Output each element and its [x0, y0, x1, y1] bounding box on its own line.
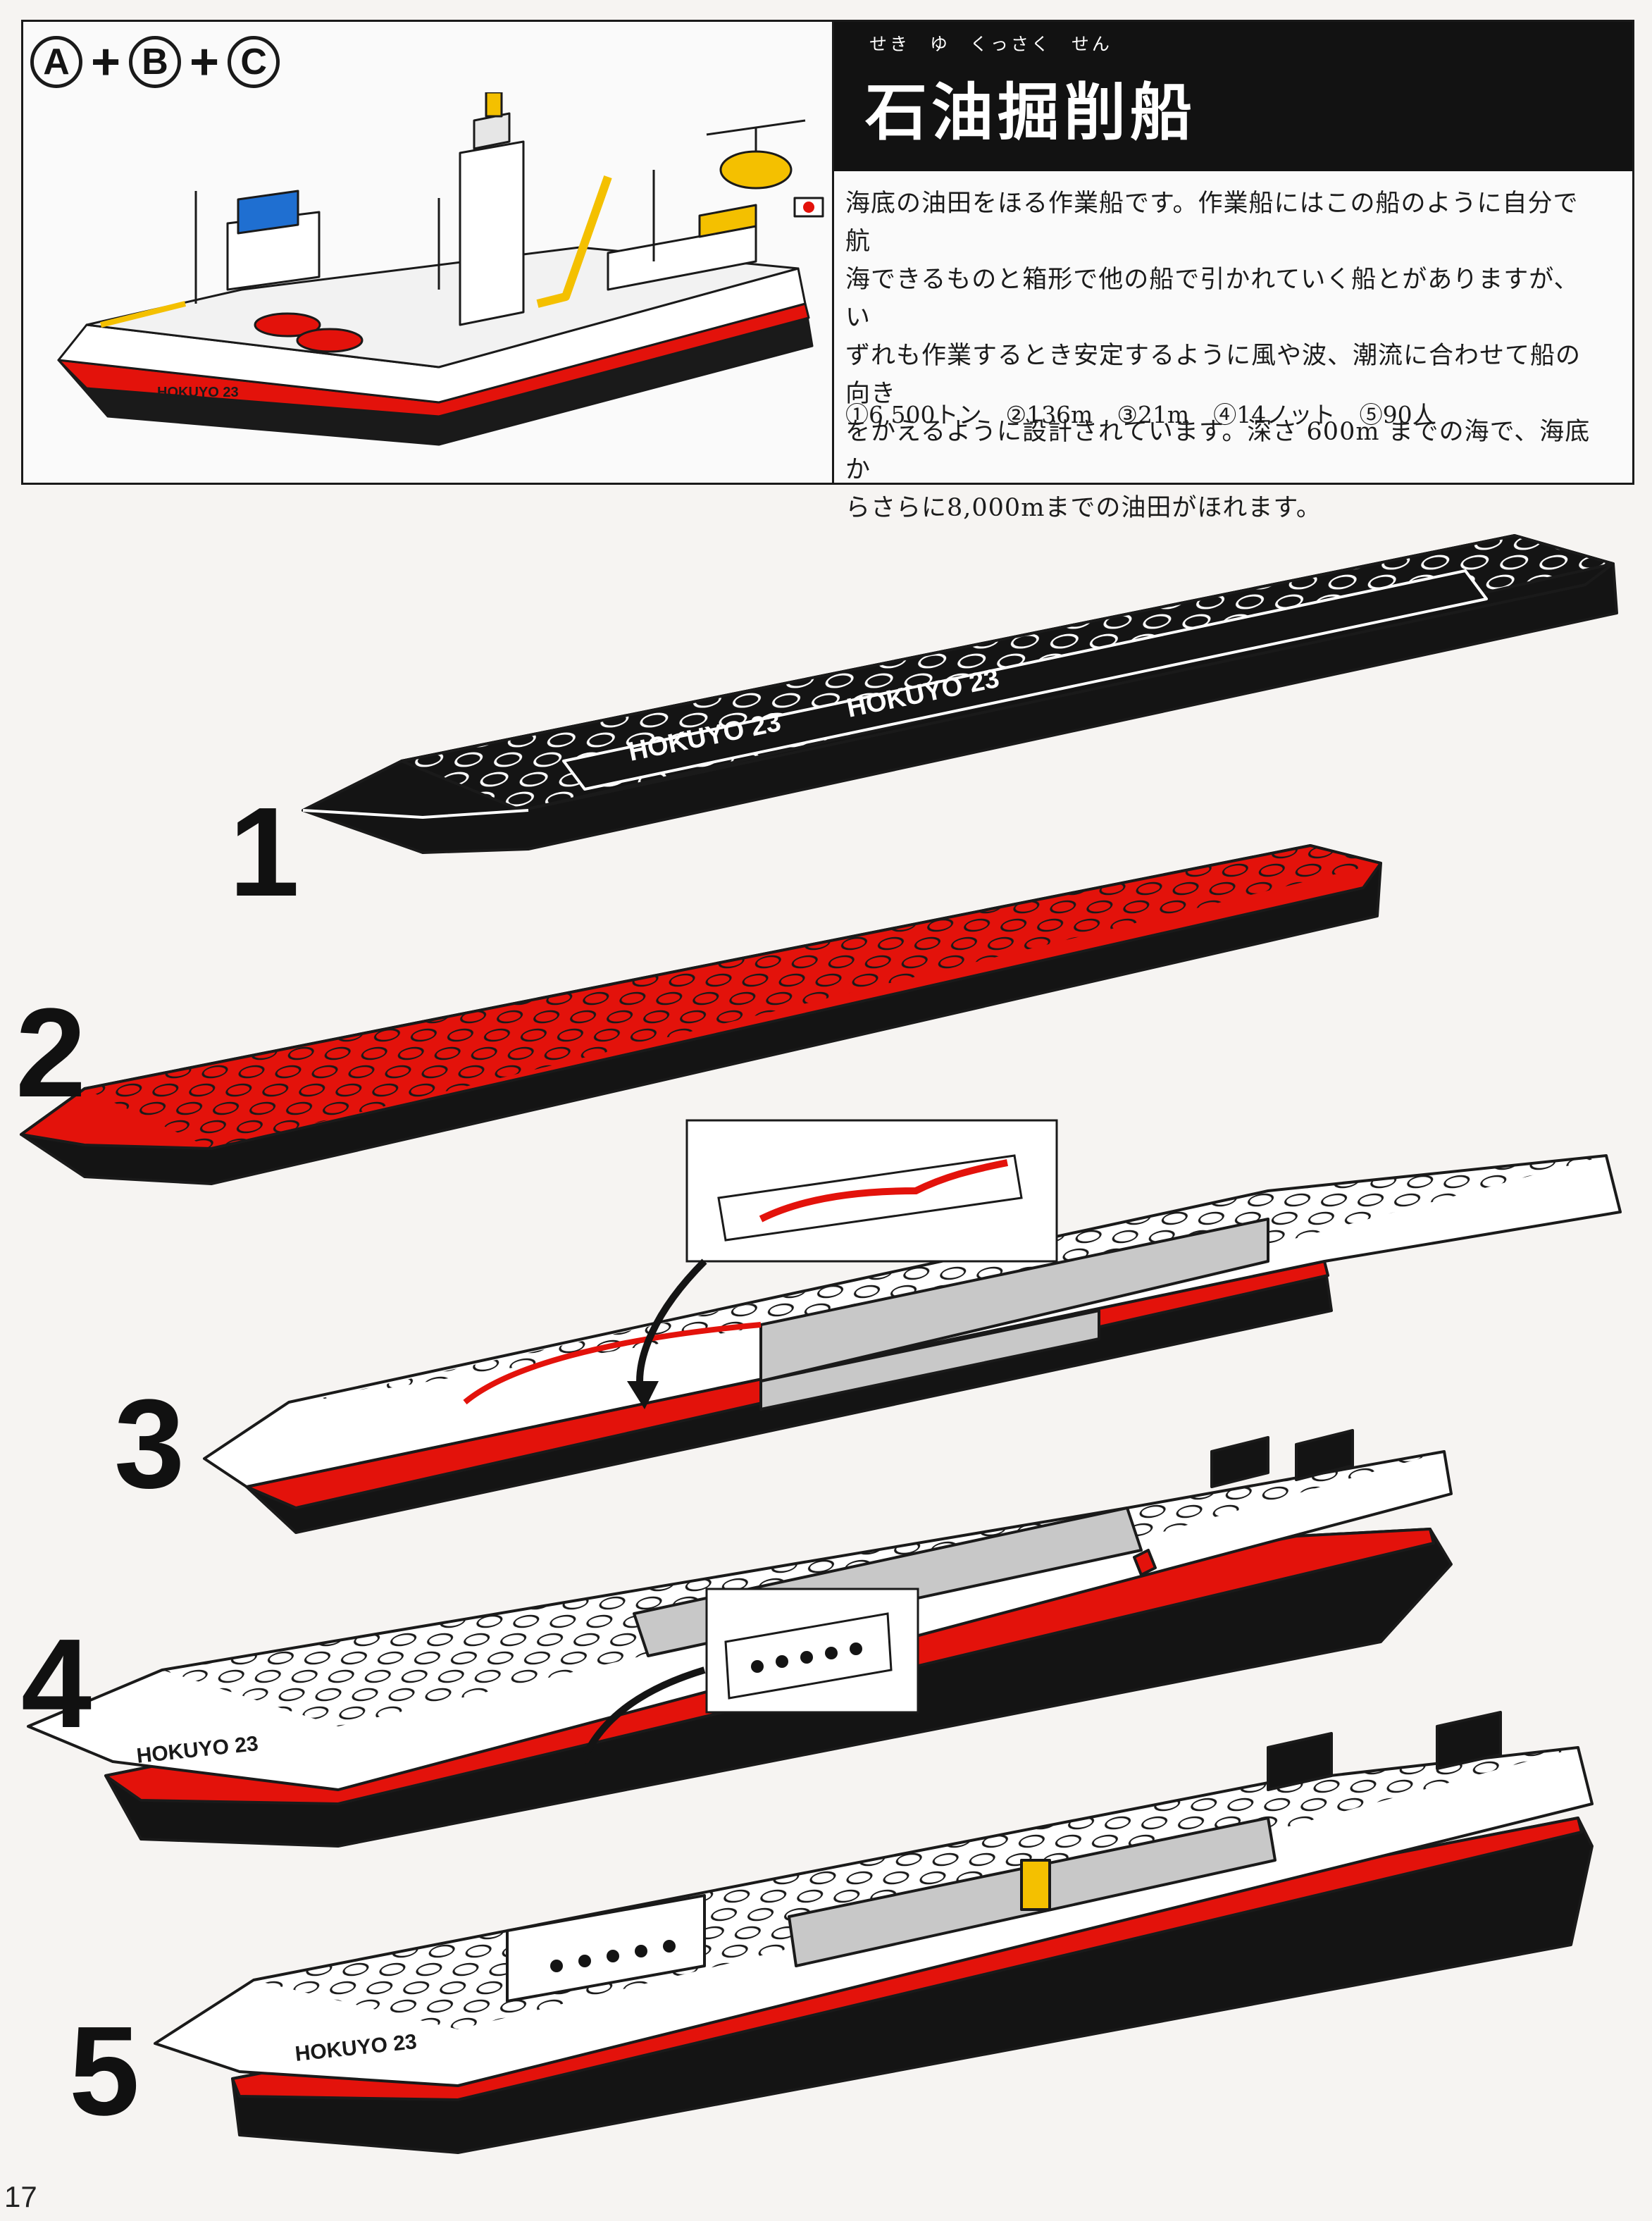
step-1-hull: [302, 534, 1618, 854]
kit-part-c: C: [228, 36, 280, 88]
page-title: 石油掘削船: [865, 76, 1197, 149]
step-3-inset: [627, 1119, 1058, 1409]
step-5-hole-brick: [550, 1940, 676, 1972]
spec-width: ③21m: [1117, 401, 1190, 428]
spec-speed: ④14ノット: [1213, 401, 1336, 428]
spec-list: ①6,500トン ②136m ③21m ④14ノット ⑤90人: [845, 396, 1599, 434]
illus-hull-name: HOKUYO 23: [157, 385, 239, 400]
step-5-inset: [560, 1588, 919, 1793]
kit-plus-1: +: [91, 34, 121, 90]
step-number-1: 1: [229, 781, 300, 923]
description-line: 海底の油田をほる作業船です。作業船にはこの船のように自分で航: [845, 190, 1579, 256]
completed-ship-illustration: HOKUYO 23: [57, 92, 824, 446]
description-text: 海底の油田をほる作業船です。作業船にはこの船のように自分で航 海できるものと箱形…: [845, 185, 1599, 527]
page-number: 17: [4, 2180, 37, 2213]
title-ruby: せき ゆ くっさく せん: [869, 34, 1112, 54]
description-line: をかえるように設計されています。深さ 600m までの海で、海底か: [845, 418, 1591, 484]
kit-part-a: A: [30, 36, 82, 88]
step-3-hull: [203, 1154, 1622, 1534]
kit-plus-2: +: [190, 34, 220, 90]
description-line: 海できるものと箱形で他の船で引かれていく船とがありますが、い: [845, 266, 1579, 332]
step-number-3: 3: [114, 1373, 185, 1515]
title-band: せき ゆ くっさく せん 石油掘削船: [834, 22, 1632, 171]
description-line: ずれも作業するとき安定するように風や波、潮流に合わせて船の向き: [845, 342, 1582, 408]
spec-tonnage: ①6,500トン: [845, 401, 982, 428]
step-number-5: 5: [69, 2000, 140, 2142]
spec-length: ②136m: [1005, 401, 1093, 428]
description-line: らさらに8,000mまでの油田がほれます。: [845, 494, 1322, 522]
step-2-hull: [20, 844, 1382, 1185]
header-divider: [832, 22, 834, 483]
step-number-4: 4: [21, 1613, 92, 1755]
step-number-2: 2: [15, 982, 87, 1124]
spec-crew: ⑤90人: [1359, 401, 1436, 428]
header-box: A + B + C: [21, 20, 1634, 485]
kit-part-b: B: [129, 36, 182, 88]
kit-formula: A + B + C: [30, 36, 280, 88]
